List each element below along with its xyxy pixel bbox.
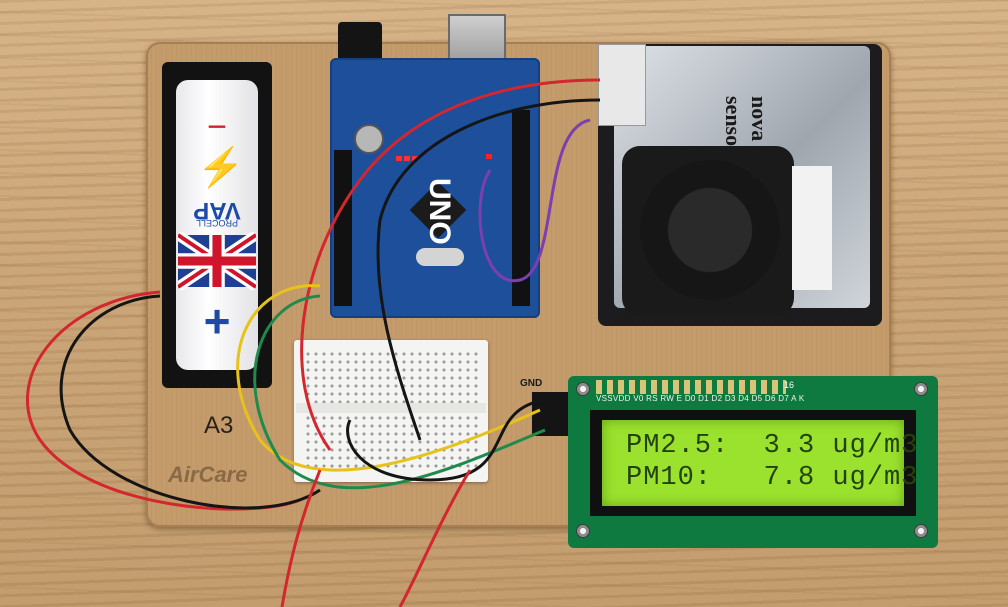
lcd-pin-count: 16 — [784, 380, 795, 390]
lcd-wire-connector — [532, 392, 568, 436]
green-wire — [253, 294, 546, 490]
lcd-header-pins — [596, 380, 786, 394]
lcd-screen — [602, 420, 904, 506]
sensor-connector — [598, 44, 646, 126]
lcd-mount-screw — [576, 524, 590, 538]
gnd-label: GND — [520, 378, 543, 389]
status-led — [396, 156, 402, 161]
lcd-pin-labels: VSSVDD V0 RS RW E D0 D1 D2 D3 D4 D5 D6 D… — [596, 394, 805, 403]
red-wire — [280, 469, 322, 607]
yellow-wire — [236, 284, 541, 472]
lcd-mount-screw — [576, 382, 590, 396]
board-label: A3 — [204, 412, 234, 439]
black-wire — [376, 98, 601, 441]
battery-minus-icon: − — [207, 108, 227, 146]
red-wire — [300, 78, 601, 451]
sensor-fan — [640, 160, 780, 300]
crystal-oscillator — [416, 248, 464, 266]
breadboard-center-gap — [296, 403, 486, 413]
sensor-type-sticker — [792, 166, 832, 290]
battery-plus-icon: + — [203, 295, 231, 347]
battery-cell — [176, 80, 258, 370]
red-wire — [398, 469, 472, 607]
red-wire — [26, 290, 301, 511]
arduino-header-left — [334, 150, 352, 306]
union-flag-icon — [178, 232, 256, 290]
black-wire — [346, 398, 546, 482]
lcd-mount-screw — [914, 524, 928, 538]
lightning-bolt-icon: ⚡ — [197, 147, 245, 189]
board-logo: AirCare — [168, 462, 248, 487]
arduino-header-right — [512, 110, 530, 306]
status-led — [404, 156, 410, 161]
lcd-mount-screw — [914, 382, 928, 396]
capacitor — [354, 124, 384, 154]
purple-wire — [478, 118, 591, 283]
black-wire — [59, 294, 321, 510]
power-led — [486, 154, 492, 159]
status-led — [412, 156, 418, 161]
